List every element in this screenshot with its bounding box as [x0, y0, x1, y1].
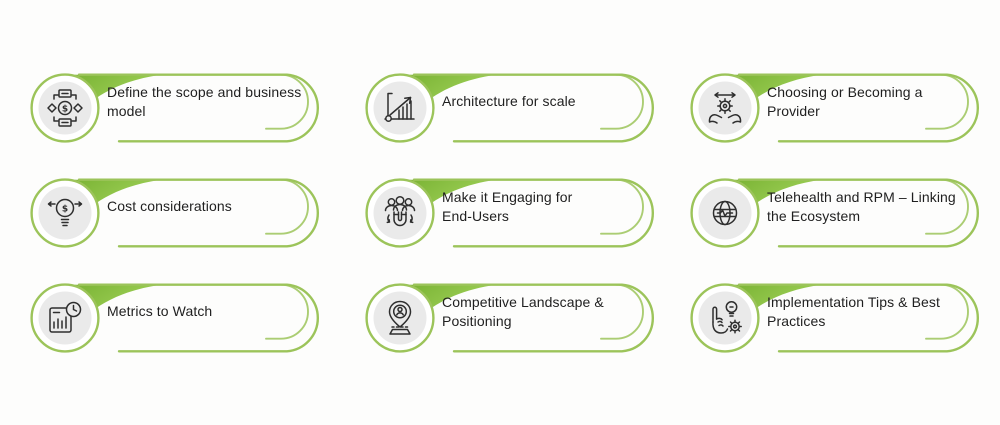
topic-card: $ Define the scope and business model: [29, 72, 321, 144]
card-frame-shape: [30, 73, 319, 143]
card-frame-shape: [690, 283, 979, 353]
card-label: Telehealth and RPM – Linking the Ecosyst…: [767, 178, 965, 236]
card-label-text: Choosing or Becoming a Provider: [767, 83, 923, 119]
svg-text:$: $: [62, 105, 68, 115]
card-label: Make it Engaging for End‑Users: [442, 178, 640, 236]
card-label: Choosing or Becoming a Provider: [767, 73, 965, 131]
globe-pulse-icon: [712, 200, 738, 226]
card-label: Architecture for scale: [442, 73, 640, 131]
card-label: Implementation Tips & Best Practices: [767, 283, 965, 341]
topic-card: Implementation Tips & Best Practices: [689, 282, 981, 354]
growth-chart-icon: [384, 92, 415, 122]
card-label: Metrics to Watch: [107, 283, 305, 341]
card-frame-shape: [30, 178, 319, 248]
topic-card: Metrics to Watch: [29, 282, 321, 354]
card-label-text: Telehealth and RPM – Linking the Ecosyst…: [767, 188, 956, 224]
card-label: Define the scope and business model: [107, 73, 305, 131]
card-label-text: Cost considerations: [107, 198, 232, 215]
topic-card: Competitive Landscape & Positioning: [364, 282, 656, 354]
card-label: Cost considerations: [107, 178, 305, 236]
users-magnet-icon: [384, 195, 416, 227]
card-label-text: Metrics to Watch: [107, 303, 213, 320]
card-frame-shape: [690, 178, 979, 248]
card-label-text: Architecture for scale: [442, 93, 576, 110]
hand-bulb-gear-icon: [712, 301, 742, 334]
svg-text:$: $: [62, 205, 68, 215]
topic-card: Choosing or Becoming a Provider: [689, 72, 981, 144]
map-pin-person-icon: [388, 300, 412, 335]
topic-card: $ Cost considerations: [29, 177, 321, 249]
card-label-text: Implementation Tips & Best Practices: [767, 293, 941, 329]
hands-gear-icon: [708, 92, 742, 124]
topic-card: Architecture for scale: [364, 72, 656, 144]
card-label-text: Make it Engaging for End‑Users: [442, 188, 573, 224]
topic-card: Telehealth and RPM – Linking the Ecosyst…: [689, 177, 981, 249]
card-label-text: Competitive Landscape & Positioning: [442, 293, 604, 329]
chart-clock-icon: [49, 301, 82, 333]
workflow-dollar-icon: $: [47, 89, 83, 127]
card-frame-shape: [365, 178, 654, 248]
bulb-dollar-icon: $: [47, 198, 83, 227]
topic-card: Make it Engaging for End‑Users: [364, 177, 656, 249]
card-label-text: Define the scope and business model: [107, 83, 302, 119]
card-label: Competitive Landscape & Positioning: [442, 283, 640, 341]
